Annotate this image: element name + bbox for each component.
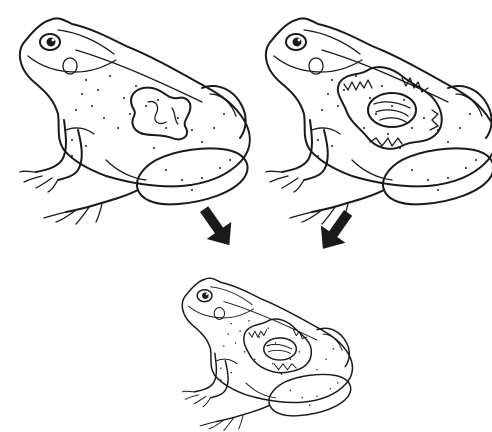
frog-right bbox=[266, 18, 492, 224]
frog-offspring bbox=[182, 278, 352, 430]
arrow-left-to-offspring bbox=[192, 201, 242, 254]
frog-right-pattern bbox=[338, 67, 442, 149]
frog-offspring-pattern bbox=[244, 319, 312, 373]
frog-left bbox=[20, 18, 250, 224]
frog-left-pattern bbox=[131, 88, 190, 140]
